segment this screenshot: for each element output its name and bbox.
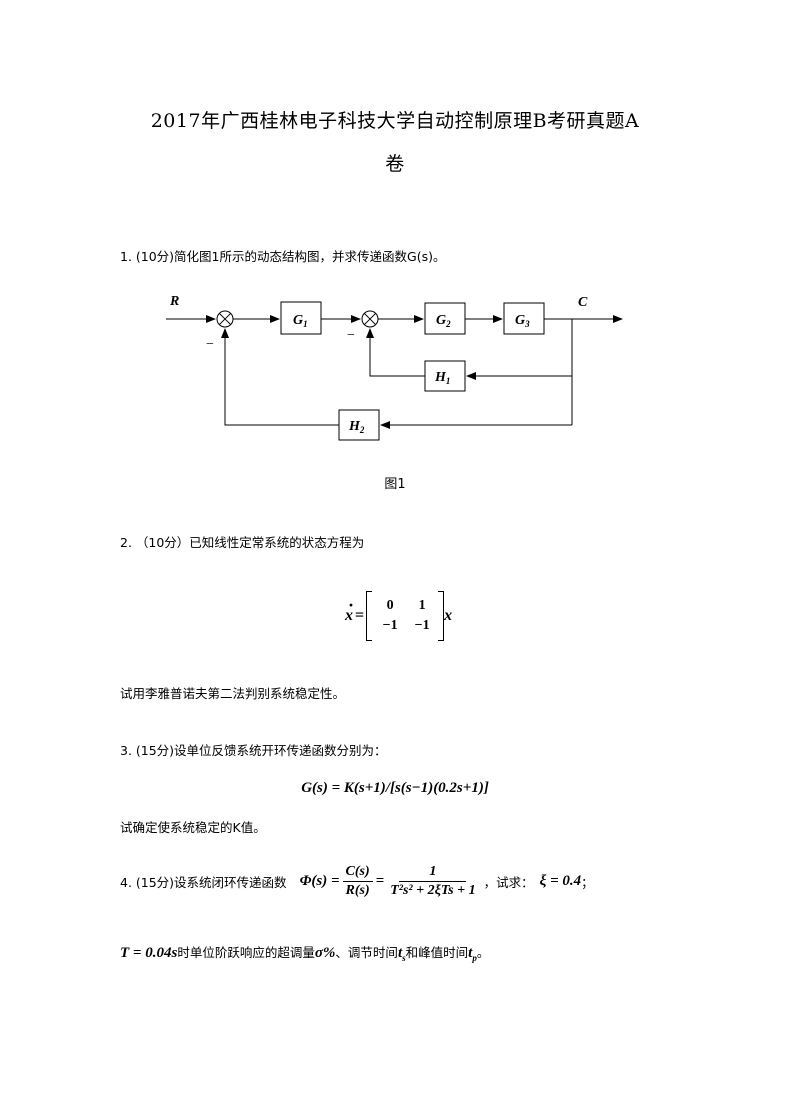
closed-loop-transfer-function: Φ(s) = C(s) R(s) = 1 T²s² + 2ξTs + 1 — [300, 864, 482, 899]
damping-ratio-condition: ξ = 0.4 — [539, 872, 582, 889]
figure-caption: 图1 — [384, 477, 406, 492]
minus-sign-1: − — [206, 337, 214, 352]
fraction-denominator: R(s) — [345, 882, 370, 898]
fraction-numerator: C(s) — [342, 864, 373, 882]
phi-lhs: Φ(s) = — [299, 872, 340, 889]
matrix-right-bracket — [438, 591, 445, 641]
question-3-text: 3. (15分)设单位反馈系统开环传递函数分别为： — [120, 743, 387, 758]
state-derivative: · x — [345, 595, 354, 625]
overshoot-symbol: σ% — [314, 945, 336, 961]
question-4-text-a: 时单位阶跃响应的超调量 — [177, 945, 315, 960]
state-equation: · x = 0 1 −1 −1 x — [345, 588, 452, 644]
question-4-text-b: 、调节时间 — [335, 945, 398, 960]
block-g3: G3 — [503, 302, 545, 335]
page-title: 2017年广西桂林电子科技大学自动控制原理B考研真题A — [150, 110, 640, 132]
fraction-second-order: 1 T²s² + 2ξTs + 1 — [387, 864, 478, 899]
time-constant-condition: T = 0.04s — [120, 945, 178, 961]
svg-text:G1: G1 — [293, 313, 308, 329]
feedback-line — [221, 328, 339, 426]
settling-time-symbol: ts — [397, 945, 406, 963]
svg-text:H1: H1 — [434, 370, 450, 386]
semicolon: ； — [581, 874, 594, 890]
input-label-r: R — [169, 294, 179, 309]
fraction-numerator: 1 — [399, 864, 467, 882]
svg-text:G3: G3 — [515, 313, 530, 329]
question-4-text-c: 和峰值时间 — [405, 945, 469, 960]
matrix-left-bracket — [366, 591, 373, 641]
matrix-cell: 0 — [386, 598, 394, 613]
state-var-lhs: x — [345, 607, 353, 624]
block-h1: H1 — [424, 360, 466, 392]
equals-sign: = — [355, 607, 365, 624]
state-var-rhs: x — [444, 607, 453, 624]
minus-sign-2: − — [347, 328, 355, 343]
question-4-text: 4. (15分)设系统闭环传递函数 — [120, 874, 287, 890]
feedback-line — [366, 328, 425, 377]
question-4-text-d: 。 — [476, 945, 490, 960]
block-g1: G1 — [280, 301, 322, 335]
fraction-denominator: T²s² + 2ξTs + 1 — [390, 882, 476, 898]
block-h2: H2 — [338, 409, 380, 441]
open-loop-transfer-function: G(s) = K(s+1)/[s(s−1)(0.2s+1)] — [301, 780, 489, 796]
question-2-text: 2. （10分）已知线性定常系统的状态方程为 — [120, 535, 365, 550]
question-4-line1: 4. (15分)设系统闭环传递函数 Φ(s) = C(s) R(s) = 1 T… — [120, 858, 594, 904]
equals-sign: = — [375, 872, 385, 889]
question-1-text: 1. (10分)简化图1所示的动态结构图，并求传递函数G(s)。 — [120, 249, 446, 264]
block-g2: G2 — [424, 302, 466, 335]
svg-text:H2: H2 — [348, 419, 365, 435]
system-matrix: 0 1 −1 −1 — [372, 598, 438, 634]
output-label-c: C — [578, 295, 588, 310]
matrix-cell: 1 — [418, 598, 426, 613]
question-4-mid: ，试求： — [483, 874, 534, 890]
svg-text:G2: G2 — [436, 313, 451, 329]
question-4-line2: T = 0.04s时单位阶跃响应的超调量σ%、调节时间ts和峰值时间tp。 — [120, 942, 489, 963]
fraction-c-over-r: C(s) R(s) — [342, 864, 373, 899]
summing-junction-1 — [216, 310, 234, 328]
block-diagram: R C − G1 − G2 G3 — [166, 294, 623, 441]
summing-junction-2 — [361, 310, 379, 328]
peak-time-symbol: tp — [468, 945, 477, 963]
question-2-followup: 试用李雅普诺夫第二法判别系统稳定性。 — [120, 686, 346, 701]
matrix-cell: −1 — [382, 618, 398, 633]
matrix-cell: −1 — [414, 618, 430, 633]
page-title-continued: 卷 — [385, 153, 405, 175]
question-3-followup: 试确定使系统稳定的K值。 — [120, 820, 266, 835]
derivative-dot: · — [348, 595, 355, 615]
